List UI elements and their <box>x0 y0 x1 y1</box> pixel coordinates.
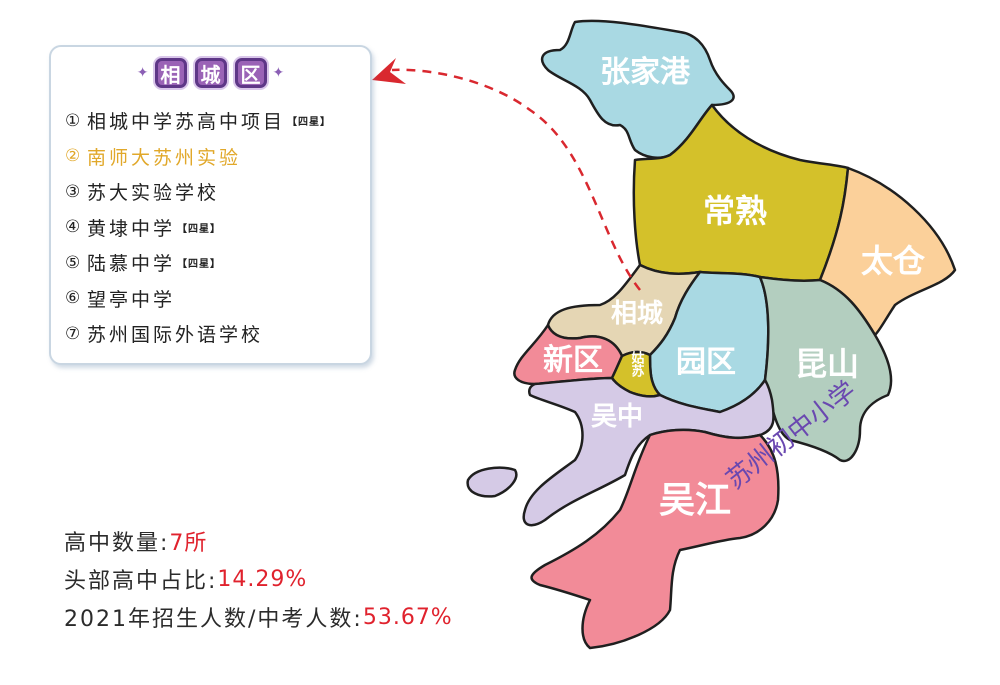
district-info-card: ✦ 相 城 区 ✦ ① 相城中学苏高中项目 【四星】 ② 南师大苏州实验 ③ 苏… <box>49 45 372 365</box>
school-tag: 【四星】 <box>287 117 332 129</box>
school-name: 陆慕中学 <box>87 253 176 276</box>
school-item: ⑥ 望亭中学 <box>65 281 331 317</box>
region-wuzhong-island <box>466 466 518 498</box>
school-item: ② 南师大苏州实验 <box>65 139 331 175</box>
school-number: ④ <box>65 217 81 238</box>
title-char: 相 <box>154 58 187 88</box>
school-tag: 【四星】 <box>177 223 222 235</box>
school-tag: 【四星】 <box>177 259 222 271</box>
region-wujiang[interactable] <box>530 428 780 650</box>
school-name: 相城中学苏高中项目 <box>87 111 286 134</box>
stat-top-school-ratio: 头部高中占比:14.29% <box>64 560 453 598</box>
stat-label: 高中数量: <box>64 531 170 556</box>
stat-label: 2021年招生人数/中考人数: <box>64 607 363 632</box>
school-item: ④ 黄埭中学 【四星】 <box>65 210 331 246</box>
district-title: ✦ 相 城 区 ✦ <box>51 55 370 91</box>
stat-value: 53.67% <box>362 604 453 630</box>
stat-enrollment-ratio: 2021年招生人数/中考人数:53.67% <box>64 598 453 636</box>
school-item: ⑤ 陆慕中学 【四星】 <box>65 245 331 281</box>
school-number: ⑦ <box>65 323 81 344</box>
school-number: ① <box>65 110 81 131</box>
stat-school-count: 高中数量:7所 <box>64 522 453 560</box>
school-number: ⑥ <box>65 288 81 309</box>
school-name: 苏州国际外语学校 <box>87 324 264 347</box>
label-zhangjiagang: 张家港 <box>600 55 691 90</box>
school-name: 望亭中学 <box>87 288 176 311</box>
school-item: ① 相城中学苏高中项目 【四星】 <box>65 103 331 139</box>
title-char: 区 <box>234 58 267 88</box>
label-taicang: 太仓 <box>861 242 926 280</box>
region-taicang[interactable] <box>818 166 957 337</box>
school-item: ⑦ 苏州国际外语学校 <box>65 316 331 352</box>
label-changshu: 常熟 <box>703 192 767 230</box>
label-xiangcheng: 相城 <box>611 299 663 329</box>
label-kunshan: 昆山 <box>795 345 859 383</box>
arrow-head-icon <box>372 58 406 84</box>
sparkle-left-icon: ✦ <box>136 65 149 81</box>
school-number: ⑤ <box>65 252 81 273</box>
label-wuzhong: 吴中 <box>591 402 643 432</box>
title-char: 城 <box>194 58 227 88</box>
sparkle-right-icon: ✦ <box>272 65 285 81</box>
label-xinqu: 新区 <box>543 343 603 378</box>
school-number: ② <box>65 146 81 167</box>
school-number: ③ <box>65 181 81 202</box>
school-list: ① 相城中学苏高中项目 【四星】 ② 南师大苏州实验 ③ 苏大实验学校 ④ 黄埭… <box>65 103 331 352</box>
school-name: 黄埭中学 <box>87 217 176 240</box>
stat-value: 7所 <box>169 531 208 556</box>
school-item: ③ 苏大实验学校 <box>65 174 331 210</box>
school-name: 南师大苏州实验 <box>87 146 242 169</box>
stat-value: 14.29% <box>217 566 308 592</box>
stat-label: 头部高中占比: <box>64 569 218 594</box>
label-wujiang: 吴江 <box>659 480 731 521</box>
label-gusu: 姑苏 <box>629 350 645 378</box>
stats-block: 高中数量:7所 头部高中占比:14.29% 2021年招生人数/中考人数:53.… <box>64 522 453 636</box>
label-yuanqu: 园区 <box>676 345 736 380</box>
school-name: 苏大实验学校 <box>87 182 220 205</box>
